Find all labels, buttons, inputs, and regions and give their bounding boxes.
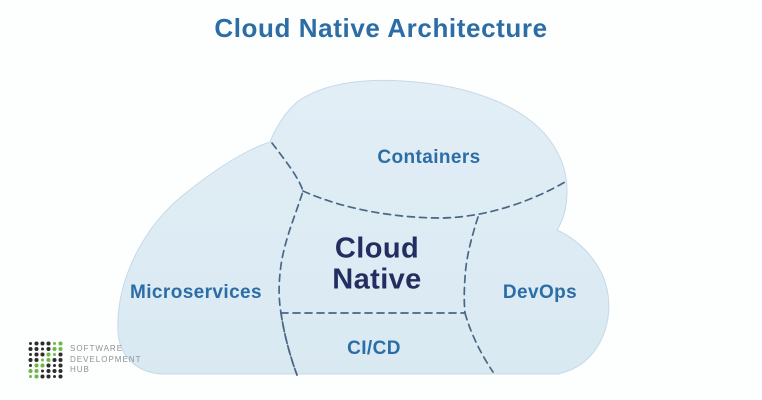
- region-label-microservices: Microservices: [130, 282, 262, 303]
- divider-left-boundary: [271, 142, 304, 376]
- page-title: Cloud Native Architecture: [214, 13, 548, 43]
- sdh-logo: SOFTWARE DEVELOPMENT HUB: [28, 341, 141, 379]
- region-label-cicd: CI/CD: [347, 338, 401, 359]
- divider-right-boundary: [463, 216, 479, 314]
- center-label-line2: Native: [332, 263, 422, 295]
- sdh-logo-line2: DEVELOPMENT: [70, 354, 142, 364]
- divider-top-arc: [302, 181, 566, 219]
- region-label-cloud-native: Cloud Native: [332, 233, 421, 294]
- region-label-devops: DevOps: [502, 282, 578, 303]
- divider-cicd-left: [280, 312, 298, 376]
- center-label-line1: Cloud: [334, 232, 420, 265]
- cloud-shape: [117, 79, 610, 375]
- divider-cicd-right: [464, 312, 494, 373]
- sdh-logo-text: SOFTWARE DEVELOPMENT HUB: [70, 344, 141, 376]
- region-label-containers: Containers: [377, 147, 481, 168]
- sdh-logo-line1: SOFTWARE: [70, 344, 124, 354]
- sdh-logo-dots-icon: [28, 341, 63, 379]
- sdh-logo-line3: HUB: [70, 365, 90, 375]
